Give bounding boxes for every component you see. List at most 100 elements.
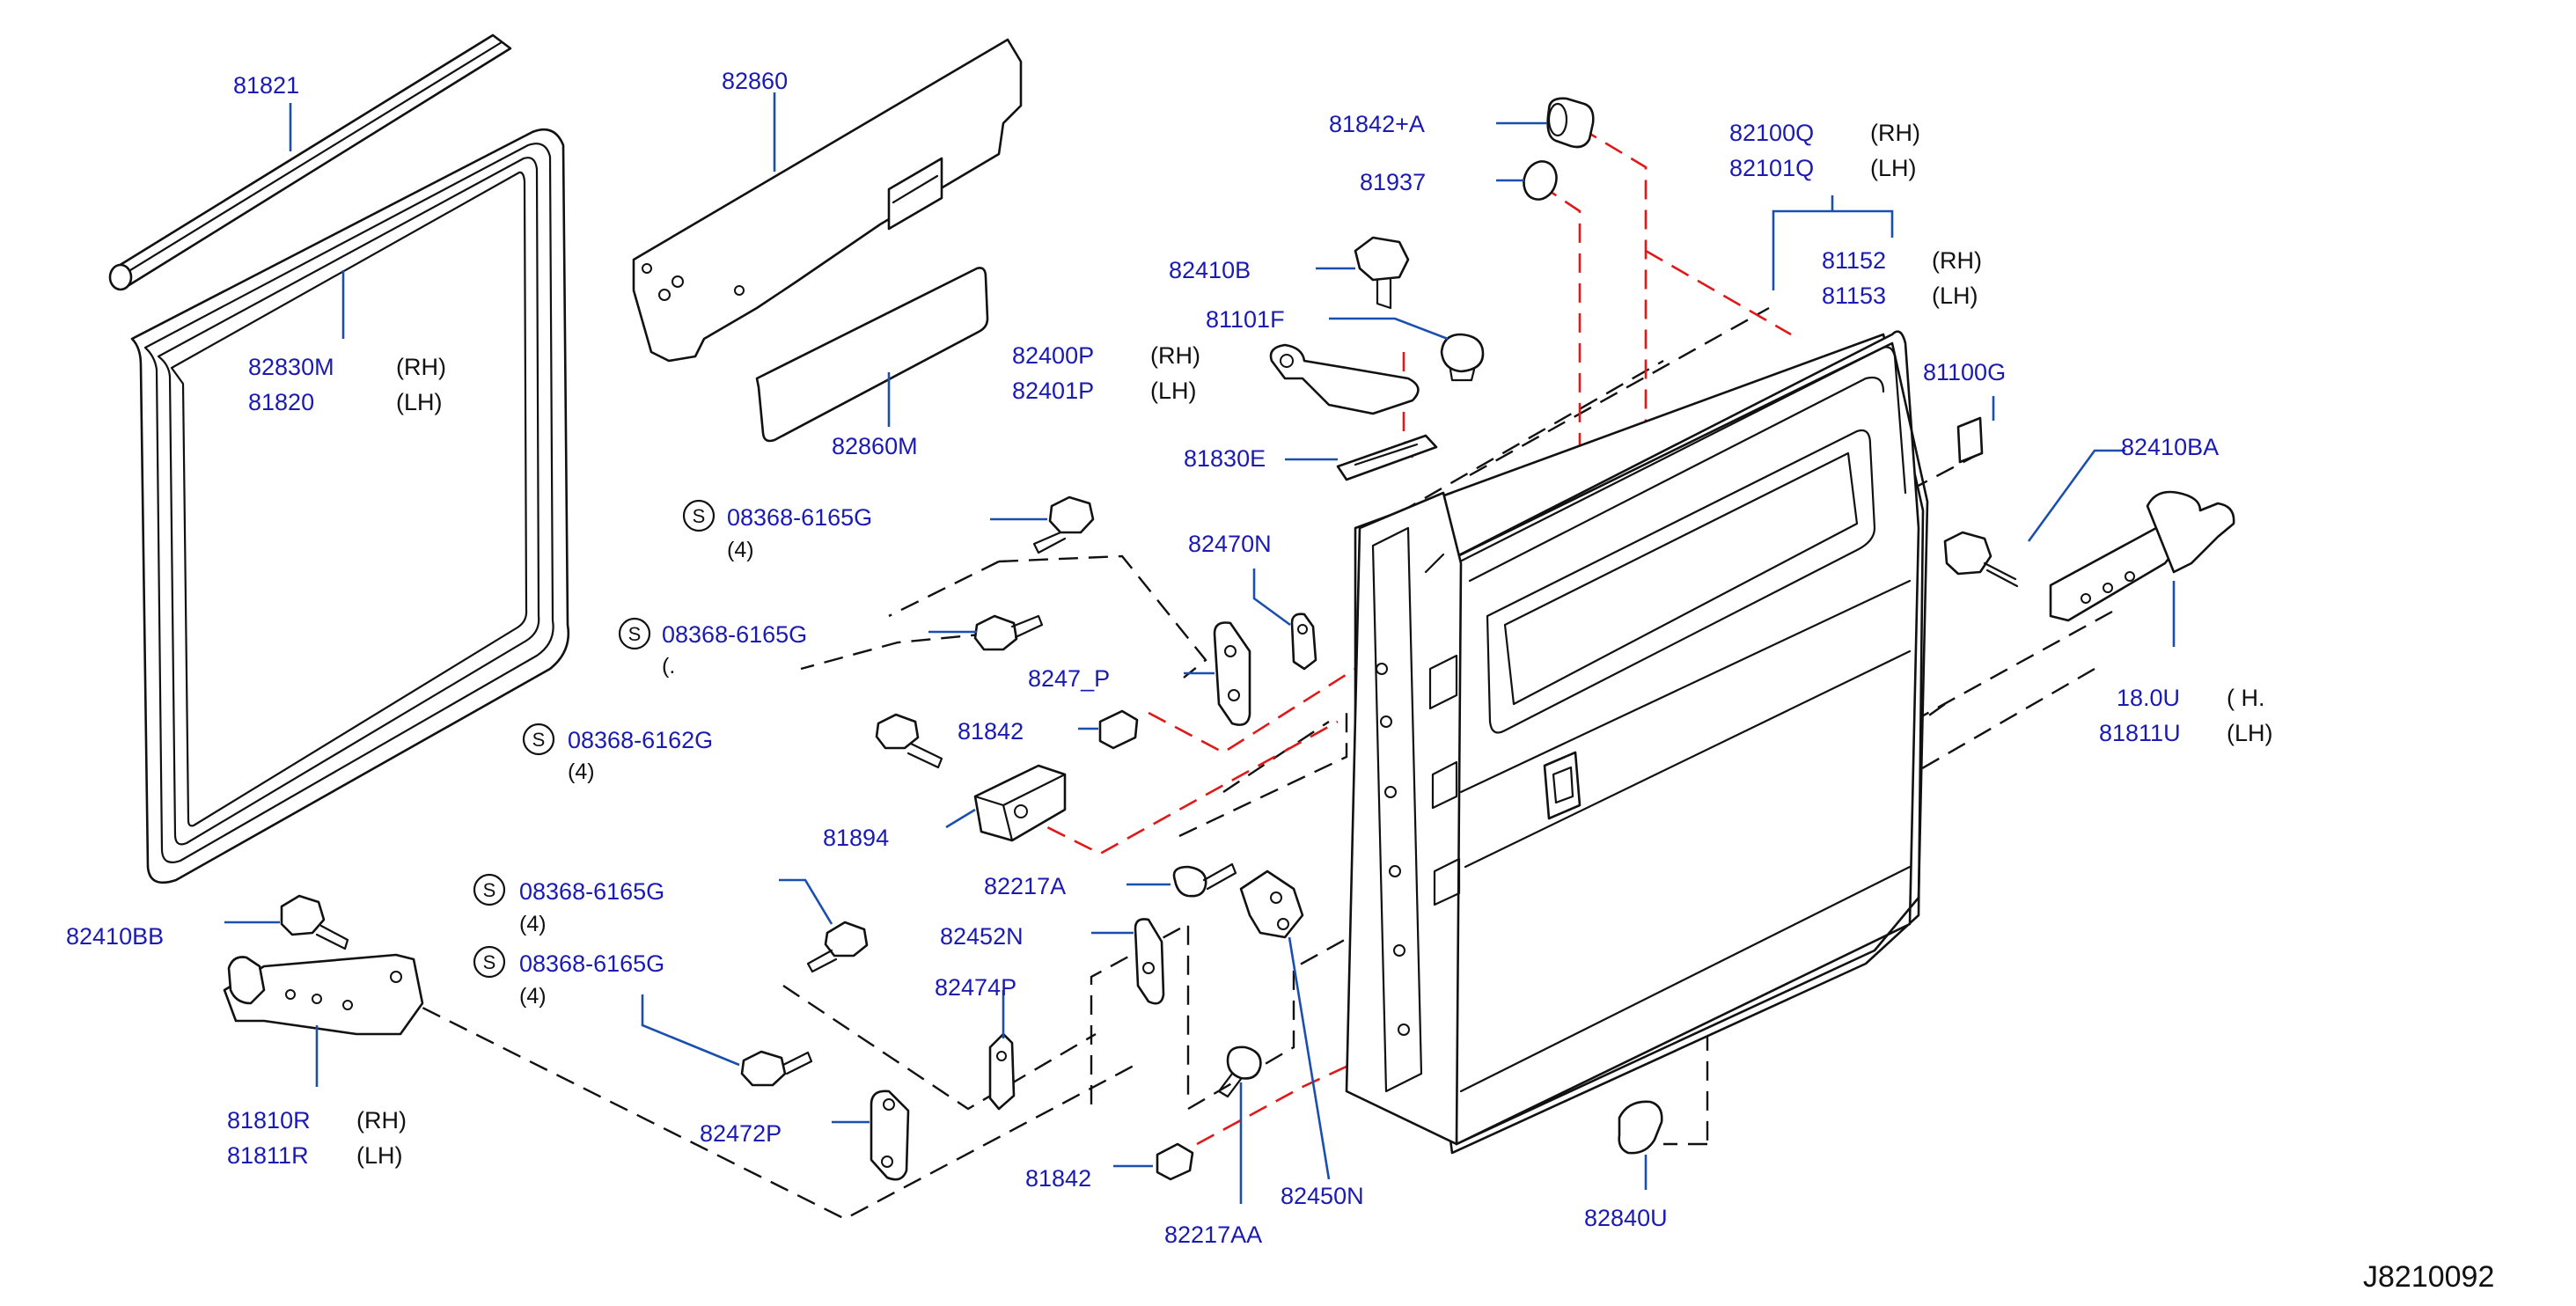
label-82217A: 82217A: [984, 873, 1066, 899]
label-81152: 81152: [1822, 247, 1886, 274]
label-08368-6165G-2: 08368-6165G: [662, 621, 807, 648]
svg-text:S: S: [532, 729, 546, 751]
hinge-81810U: [2049, 490, 2235, 622]
bolt-82410B: [1354, 236, 1410, 310]
svg-text:S: S: [483, 951, 496, 973]
qty-s4: (4): [519, 912, 547, 936]
label-82410BB: 82410BB: [66, 923, 164, 950]
label-82474P: 82474P: [935, 974, 1016, 1001]
label-81937: 81937: [1360, 169, 1426, 195]
label-81153: 81153: [1822, 282, 1886, 309]
bolt-s3: [875, 713, 943, 769]
grommet-81842A: [1546, 97, 1595, 149]
svg-text:S: S: [693, 505, 706, 527]
label-08368-6165G-1: 08368-6165G: [727, 504, 872, 531]
pad-82860M: [755, 267, 989, 443]
label-81820-side: (LH): [396, 389, 443, 415]
label-82830M-side: (RH): [396, 354, 446, 380]
ring-81937: [1523, 160, 1558, 201]
label-81821: 81821: [233, 72, 299, 99]
label-81811R: 81811R: [227, 1142, 309, 1169]
leader-lines: [224, 92, 2176, 1204]
weatherstrip-82830M: [130, 128, 570, 884]
bolt-s5: [740, 1050, 813, 1087]
block-81894: [973, 764, 1067, 842]
label-82100Q: 82100Q: [1729, 120, 1814, 146]
svg-text:S: S: [483, 879, 496, 901]
bolt-s2: [973, 614, 1044, 651]
label-81811U: 81811U: [2099, 720, 2181, 746]
label-82410BA: 82410BA: [2121, 434, 2219, 460]
s-mark-2: S: [618, 617, 651, 650]
label-81820: 81820: [248, 389, 314, 415]
qty-s3: (4): [568, 759, 595, 784]
label-81101F: 81101F: [1206, 306, 1285, 333]
label-82400P-side: (RH): [1150, 342, 1200, 369]
label-81830E: 81830E: [1184, 445, 1266, 472]
label-818xxU: 18.0U: [2117, 685, 2180, 711]
label-82830M: 82830M: [248, 354, 334, 380]
svg-text:S: S: [628, 623, 642, 645]
screw-82217AA: [1217, 1046, 1262, 1098]
cap-81101F: [1440, 333, 1485, 382]
label-81810R: 81810R: [227, 1107, 311, 1134]
label-82470N: 82470N: [1188, 531, 1272, 557]
label-08368-6162G: 08368-6162G: [568, 727, 713, 753]
s-mark-5: S: [473, 945, 506, 979]
weatherstrip-81821: [108, 33, 512, 291]
label-82450N: 82450N: [1281, 1183, 1364, 1209]
s-mark-3: S: [522, 723, 555, 756]
door-edge-frame: [1345, 491, 1463, 1146]
bolt-82410BA: [1943, 531, 2019, 588]
hinge-81810R: [223, 953, 424, 1036]
bracket-8247xP: [1213, 621, 1251, 726]
bolt-s4: [806, 921, 869, 973]
label-82101Q-side: (LH): [1870, 155, 1917, 181]
label-818xxU-side: ( H.: [2227, 685, 2265, 711]
plug-82840U: [1618, 1100, 1663, 1155]
bumper-81842-lower: [1156, 1142, 1194, 1181]
label-81842-upper: 81842: [958, 718, 1024, 745]
bracket-82472P: [870, 1090, 910, 1181]
label-08368-6165G-4: 08368-6165G: [519, 878, 664, 905]
bracket-82400P: [1269, 343, 1420, 415]
screw-82217A: [1172, 862, 1237, 898]
qty-s5: (4): [519, 984, 547, 1009]
label-82401P-side: (LH): [1150, 378, 1197, 404]
label-81152-side: (RH): [1932, 247, 1982, 274]
label-82840U: 82840U: [1584, 1205, 1668, 1231]
label-8247xP: 8247_P: [1028, 665, 1110, 692]
label-81153-side: (LH): [1932, 282, 1978, 309]
trim-panel-82860: [632, 38, 1023, 363]
label-82400P: 82400P: [1012, 342, 1094, 369]
bumper-81842-upper: [1098, 709, 1139, 750]
label-81811R-side: (LH): [356, 1142, 403, 1169]
diagram-reference-number: J8210092: [2363, 1260, 2494, 1294]
label-81100G: [1956, 416, 1984, 464]
label-82860: 82860: [722, 68, 788, 94]
label-81894: 81894: [823, 825, 889, 851]
bolt-82410BB: [280, 894, 349, 950]
label-82410B: 82410B: [1169, 257, 1251, 283]
bracket-82470N: [1290, 613, 1317, 671]
label-82472P: 82472P: [700, 1120, 782, 1147]
label-82860M: 82860M: [832, 433, 918, 459]
label-81100G: 81100G: [1923, 359, 2006, 385]
door-panel-82100Q: [1354, 330, 1925, 1155]
label-82100Q-side: (RH): [1870, 120, 1920, 146]
qty-s1: (4): [727, 538, 754, 562]
label-82217AA: 82217AA: [1164, 1222, 1262, 1248]
bracket-82474P: [988, 1032, 1016, 1111]
bracket-82452N: [1134, 918, 1165, 1005]
label-81842-lower: 81842: [1025, 1165, 1091, 1192]
label-82452N: 82452N: [940, 923, 1024, 950]
label-08368-6165G-5: 08368-6165G: [519, 950, 664, 977]
label-82101Q: 82101Q: [1729, 155, 1814, 181]
s-mark-4: S: [473, 873, 506, 906]
label-81811U-side: (LH): [2227, 720, 2273, 746]
hinge-82450N: [1239, 869, 1304, 939]
qty-s2: (.: [662, 654, 675, 679]
label-82401P: 82401P: [1012, 378, 1094, 404]
label-81842A: 81842+A: [1329, 111, 1425, 137]
s-mark-1: S: [682, 499, 716, 532]
